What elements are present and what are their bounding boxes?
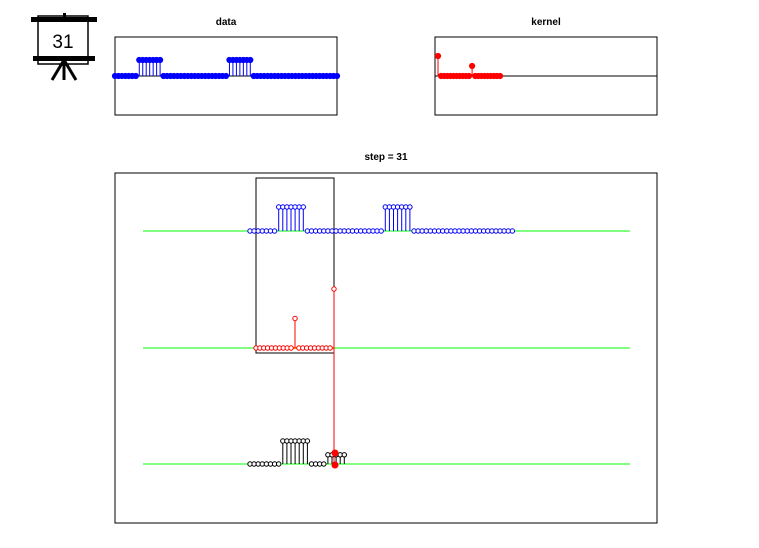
kernel-point: [469, 62, 476, 70]
data-point: [333, 72, 341, 80]
kernel-window: [255, 177, 335, 354]
step-data-point: [300, 204, 306, 210]
current-output-point: [331, 461, 339, 469]
step-output-point: [341, 452, 347, 458]
step-output-point: [304, 438, 311, 444]
data-point: [247, 56, 254, 64]
step-output-point: [321, 461, 327, 467]
data-plot-title: data: [216, 17, 237, 28]
data-point: [222, 72, 230, 80]
step-badge-number: 31: [52, 32, 73, 53]
data-point: [132, 72, 139, 80]
kernel-plot-title: kernel: [531, 17, 561, 28]
kernel-point: [496, 72, 504, 80]
kernel-point: [434, 52, 442, 60]
step-kernel-point: [292, 315, 298, 322]
step-plot-title: step = 31: [364, 152, 408, 163]
step-data-point: [509, 228, 516, 234]
step-kernel-point: [288, 345, 294, 351]
projector-screen-icon: [31, 13, 97, 81]
step-data-point: [378, 228, 384, 234]
step-kernel-point: [327, 345, 333, 351]
step-data-point: [407, 204, 413, 210]
step-kernel-point: [331, 286, 337, 292]
current-output-point: [331, 449, 339, 457]
data-point: [156, 56, 164, 64]
data-plot-marks: [111, 56, 341, 80]
step-data-point: [271, 228, 278, 234]
step-plot-frame: [114, 172, 658, 524]
kernel-plot-marks: [434, 52, 657, 80]
kernel-point: [465, 72, 473, 80]
step-plot-marks: [143, 177, 630, 469]
step-output-point: [276, 461, 282, 467]
